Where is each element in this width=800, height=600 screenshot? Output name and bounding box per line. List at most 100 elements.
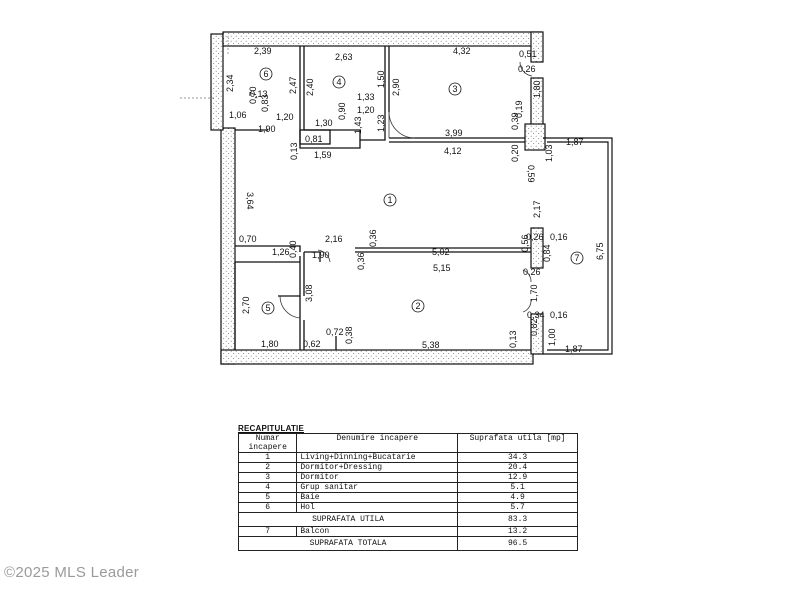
dim-label: 3,64 — [245, 192, 255, 210]
row-area: 5.1 — [457, 482, 578, 493]
dim-label: 2,90 — [391, 78, 401, 96]
dim-label: 1,33 — [357, 92, 375, 102]
dim-label: 0,72 — [326, 327, 344, 337]
dim-label: 0,90 — [337, 102, 347, 120]
room-label-6: 6 — [263, 69, 268, 79]
grand-total-row: SUPRAFATA TOTALA 96.5 — [237, 536, 578, 551]
row-area: 5.7 — [457, 502, 578, 513]
wall-left — [220, 127, 236, 365]
dim-label: 0,34 — [527, 310, 545, 320]
room-label-4: 4 — [336, 77, 341, 87]
room-markers: 1 2 3 4 5 6 7 — [259, 67, 584, 315]
dim-label: 1,59 — [314, 150, 332, 160]
grand-total-area: 96.5 — [457, 536, 578, 551]
dim-label: 0,83 — [260, 94, 270, 112]
dimension-labels: 2,39 2,63 4,32 0,51 2,34 2,47 2,40 1,50 … — [225, 46, 605, 354]
dim-label: 0,70 — [239, 234, 257, 244]
dim-label: 1,20 — [357, 105, 375, 115]
row-number: 4 — [237, 482, 298, 493]
balcony-area: 13.2 — [457, 526, 578, 537]
room-label-7: 7 — [574, 253, 579, 263]
balcony-number: 7 — [237, 526, 298, 537]
dim-label: 1,00 — [547, 328, 557, 346]
grand-total-label: SUPRAFATA TOTALA — [237, 536, 459, 551]
dim-label: 0,56 — [520, 234, 530, 252]
wall-left-upper — [210, 33, 224, 131]
dim-label: 5,38 — [422, 340, 440, 350]
dim-label: 1,80 — [532, 80, 542, 98]
wall-bottom — [220, 349, 534, 365]
wall-right-lower — [530, 313, 544, 355]
dim-label: 1,70 — [529, 284, 539, 302]
dim-label: 1,26 — [272, 247, 290, 257]
room-label-3: 3 — [452, 84, 457, 94]
dim-label: 1,03 — [544, 144, 554, 162]
row-name: Dormitor+Dressing — [296, 462, 459, 473]
header-area: Suprafata utila [mp] — [457, 433, 578, 453]
balcony-row: 7 Balcon 13.2 — [237, 526, 578, 537]
dim-label: 0,36 — [368, 229, 378, 247]
dim-label: 4,12 — [444, 146, 462, 156]
header-number: Numar incapere — [237, 433, 298, 453]
table-row: 1 Living+Dinning+Bucatarie 34.3 — [237, 452, 578, 463]
balcony — [543, 137, 613, 355]
dim-label: 0,62 — [303, 339, 321, 349]
dim-label: 2,39 — [254, 46, 272, 56]
table-row: 2 Dormitor+Dressing 20.4 — [237, 462, 578, 473]
dim-label: 2,63 — [335, 52, 353, 62]
balcony-name: Balcon — [296, 526, 459, 537]
walls — [210, 31, 546, 365]
dim-label: 5,02 — [432, 247, 450, 257]
door-swings — [279, 61, 533, 319]
row-name: Living+Dinning+Bucatarie — [296, 452, 459, 463]
dim-label: 1,30 — [315, 118, 333, 128]
floor-plan: 1 2 3 4 5 6 7 2,39 2,63 4,32 0,51 2,34 2… — [180, 31, 613, 365]
dim-label: 0,13 — [250, 89, 268, 99]
row-area: 4.9 — [457, 492, 578, 503]
dim-label: 0,70 — [248, 86, 258, 104]
row-name: Dormitor — [296, 472, 459, 483]
row-number: 2 — [237, 462, 298, 473]
dim-label: 0,16 — [550, 310, 568, 320]
dim-label: 0,51 — [519, 49, 537, 59]
dim-label: 0,13 — [508, 330, 518, 348]
dim-label: 3,08 — [304, 284, 314, 302]
area-table: Numar incapere Denumire incapere Suprafa… — [237, 433, 578, 551]
table-row: 3 Dormitor 12.9 — [237, 472, 578, 483]
row-name: Baie — [296, 492, 459, 503]
row-number: 1 — [237, 452, 298, 463]
dim-label: 2,70 — [241, 296, 251, 314]
dim-label: 0,40 — [288, 240, 298, 258]
dim-label: 0,26 — [526, 232, 544, 242]
row-area: 20.4 — [457, 462, 578, 473]
dim-label: 5,15 — [433, 263, 451, 273]
dim-label: 1,23 — [376, 114, 386, 132]
header-name: Denumire incapere — [296, 433, 459, 453]
row-area: 12.9 — [457, 472, 578, 483]
area-summary: RECAPITULATIE Numar incapere Denumire in… — [237, 424, 580, 551]
dim-label: 1,43 — [353, 116, 363, 134]
dim-label: 1,90 — [312, 250, 330, 260]
dim-label: 2,16 — [325, 234, 343, 244]
dim-label: 0,84 — [542, 244, 552, 262]
row-number: 6 — [237, 502, 298, 513]
table-row: 6 Hol 5.7 — [237, 502, 578, 513]
row-name: Hol — [296, 502, 459, 513]
wall-top — [222, 31, 542, 47]
dim-label: 0,19 — [514, 100, 524, 118]
dim-label: 2,40 — [305, 78, 315, 96]
dim-label: 0,59 — [526, 165, 536, 183]
dim-label: 4,32 — [453, 46, 471, 56]
dim-label: 1,90 — [258, 124, 276, 134]
dim-label: 1,20 — [276, 112, 294, 122]
useful-total-area: 83.3 — [457, 512, 578, 527]
table-row: 4 Grup sanitar 5.1 — [237, 482, 578, 493]
table-row: 5 Baie 4.9 — [237, 492, 578, 503]
dim-label: 2,47 — [288, 76, 298, 94]
useful-total-label: SUPRAFATA UTILA — [237, 512, 459, 527]
watermark: ©2025 MLS Leader — [4, 564, 140, 581]
dim-label: 2,17 — [532, 200, 542, 218]
dim-label: 0,82 — [529, 318, 539, 336]
room-label-5: 5 — [265, 303, 270, 313]
room-label-1: 1 — [387, 195, 392, 205]
